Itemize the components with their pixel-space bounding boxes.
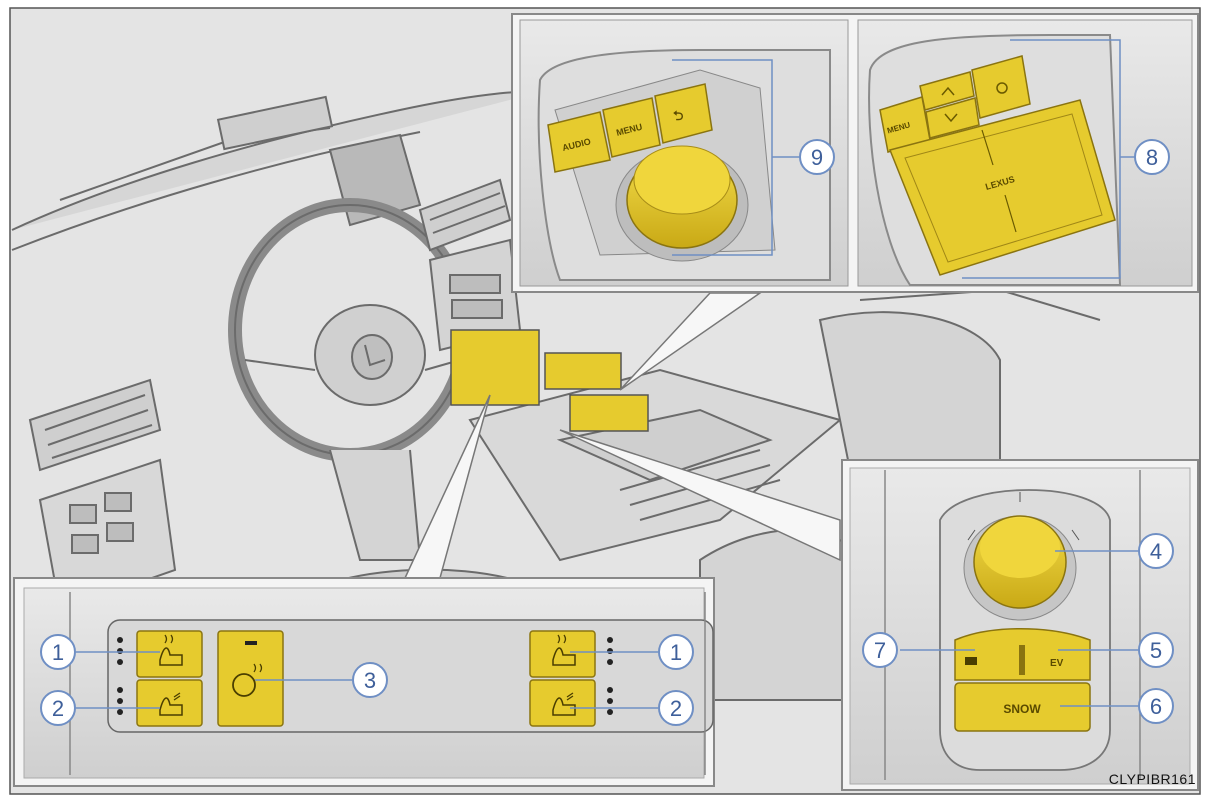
- snow-mode-label: SNOW: [1003, 702, 1041, 716]
- callout-1-right: 1: [658, 634, 694, 670]
- inset-remote-touch: AUDIO MENU ⮌ MENU: [511, 13, 1199, 293]
- callout-5: 5: [1138, 632, 1174, 668]
- callout-number: 7: [874, 638, 886, 663]
- callout-2-left: 2: [40, 690, 76, 726]
- figure-code: CLYPIBR161: [1109, 771, 1196, 787]
- callout-number: 9: [811, 145, 823, 170]
- audio-button[interactable]: [547, 111, 611, 173]
- seat-ventilation-icon: [159, 697, 183, 716]
- callout-2-right: 2: [658, 690, 694, 726]
- callout-1-left: 1: [40, 634, 76, 670]
- callout-3: 3: [352, 662, 388, 698]
- callout-number: 1: [670, 640, 682, 665]
- scroll-down-button[interactable]: [925, 97, 980, 139]
- callout-number: 2: [670, 696, 682, 721]
- callout-number: 3: [364, 668, 376, 693]
- home-icon: [996, 82, 1008, 94]
- seat-heater-icon: [159, 647, 183, 666]
- ev-mode-label: EV: [1050, 658, 1064, 669]
- touch-pad-surface[interactable]: [888, 99, 1116, 276]
- callout-number: 5: [1150, 638, 1162, 663]
- back-button[interactable]: [654, 83, 713, 144]
- callout-markers: 1 2 3 1 2 4 5 6: [40, 139, 1174, 726]
- callout-4: 4: [1138, 533, 1174, 569]
- chevron-up-icon: [941, 86, 955, 96]
- drive-leader-lines: [900, 550, 1138, 707]
- home-button[interactable]: [971, 55, 1031, 119]
- callout-8: 8: [1134, 139, 1170, 175]
- knob-scale-marks: [967, 492, 1080, 541]
- snow-mode-button[interactable]: [954, 682, 1091, 732]
- inset-connectors: [403, 292, 841, 579]
- callout-number: 4: [1150, 539, 1162, 564]
- remote-controller-panel: AUDIO MENU ⮌: [519, 19, 849, 287]
- inset-drive-mode: EV SNOW: [841, 459, 1199, 791]
- right-indicator-dots: [607, 637, 613, 715]
- inset-seat-switches: [13, 577, 715, 787]
- callout-number: 8: [1146, 145, 1158, 170]
- callout-7: 7: [862, 632, 898, 668]
- callout-9: 9: [799, 139, 835, 175]
- seat-heater-icon: [552, 647, 576, 666]
- seat-ventilation-icon: [552, 697, 576, 716]
- highlight-seat-switches: [450, 329, 540, 406]
- callout-number: 6: [1150, 694, 1162, 719]
- seat-leader-lines: [76, 651, 658, 709]
- console-highlights: [450, 329, 649, 432]
- touch-pad-panel: MENU LEXUS: [857, 19, 1193, 287]
- back-icon: ⮌: [673, 108, 684, 123]
- callout-number: 2: [52, 696, 64, 721]
- callout-number: 1: [52, 640, 64, 665]
- menu-button[interactable]: [602, 97, 661, 158]
- steering-heater-indicator: [245, 641, 257, 645]
- steering-heater-button[interactable]: [217, 630, 284, 727]
- eco-mode-icon: [965, 657, 977, 665]
- scroll-up-button[interactable]: [919, 71, 975, 111]
- highlight-remote-controller: [544, 352, 622, 390]
- chevron-down-icon: [944, 113, 958, 123]
- highlight-drive-mode: [569, 394, 649, 432]
- steering-heater-icon: [232, 673, 256, 697]
- callout-6: 6: [1138, 688, 1174, 724]
